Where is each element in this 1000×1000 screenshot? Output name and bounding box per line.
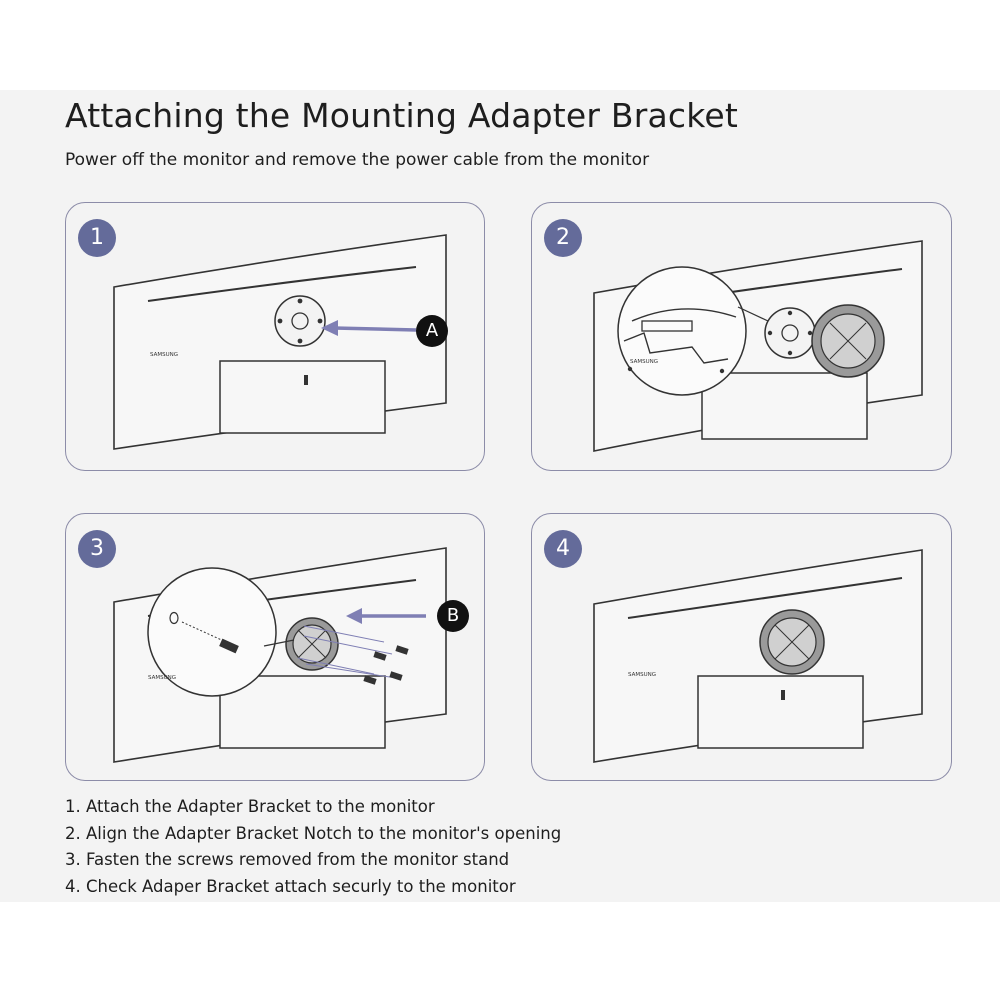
screw (389, 671, 403, 681)
monitor-top-line (627, 577, 903, 619)
arrow-a (333, 326, 417, 332)
step-2-badge: 2 (544, 219, 582, 257)
page-subtitle: Power off the monitor and remove the pow… (65, 150, 650, 170)
stand-base-plate (697, 675, 864, 749)
brand-label: SAMSUNG (148, 675, 176, 681)
brand-label: SAMSUNG (150, 352, 178, 358)
step-4-illustration: SAMSUNG (593, 549, 923, 763)
monitor-notch (781, 690, 785, 700)
screw-guide-line (303, 625, 385, 643)
step-4-badge: 4 (544, 530, 582, 568)
screw (363, 675, 377, 685)
step-1-panel: SAMSUNG 1 A (65, 202, 485, 471)
page-title: Attaching the Mounting Adapter Bracket (65, 96, 739, 135)
step-1-illustration: SAMSUNG (113, 234, 447, 450)
callout-a: A (416, 315, 448, 347)
monitor-top-line (147, 266, 417, 302)
step-2-illustration: SAMSUNG (593, 240, 923, 452)
instruction-list: 1. Attach the Adapter Bracket to the mon… (65, 794, 561, 900)
step-3-illustration: SAMSUNG (113, 547, 447, 763)
step-1-badge: 1 (78, 219, 116, 257)
instruction-item: 3. Fasten the screws removed from the mo… (65, 850, 510, 869)
zoom-detail-circle (147, 567, 277, 697)
instruction-item: 1. Attach the Adapter Bracket to the mon… (65, 797, 435, 816)
stand-base-plate (219, 360, 386, 434)
vesa-mount (274, 295, 326, 347)
step-2-panel: SAMSUNG 2 (531, 202, 952, 471)
monitor-notch (304, 375, 308, 385)
step-4-panel: SAMSUNG 4 (531, 513, 952, 781)
screw (373, 651, 387, 661)
instruction-item: 4. Check Adaper Bracket attach securly t… (65, 876, 516, 896)
step-3-badge: 3 (78, 530, 116, 568)
vesa-mount (764, 307, 816, 359)
stand-base-plate (701, 372, 868, 440)
brand-label: SAMSUNG (628, 672, 656, 678)
instruction-item: 2. Align the Adapter Bracket Notch to th… (65, 823, 562, 843)
stand-base-plate (219, 675, 386, 749)
step-3-panel: SAMSUNG 3 B (65, 513, 485, 781)
screw (395, 645, 409, 655)
callout-b: B (437, 600, 469, 632)
screw-detail (219, 638, 239, 654)
brand-label: SAMSUNG (630, 359, 658, 365)
